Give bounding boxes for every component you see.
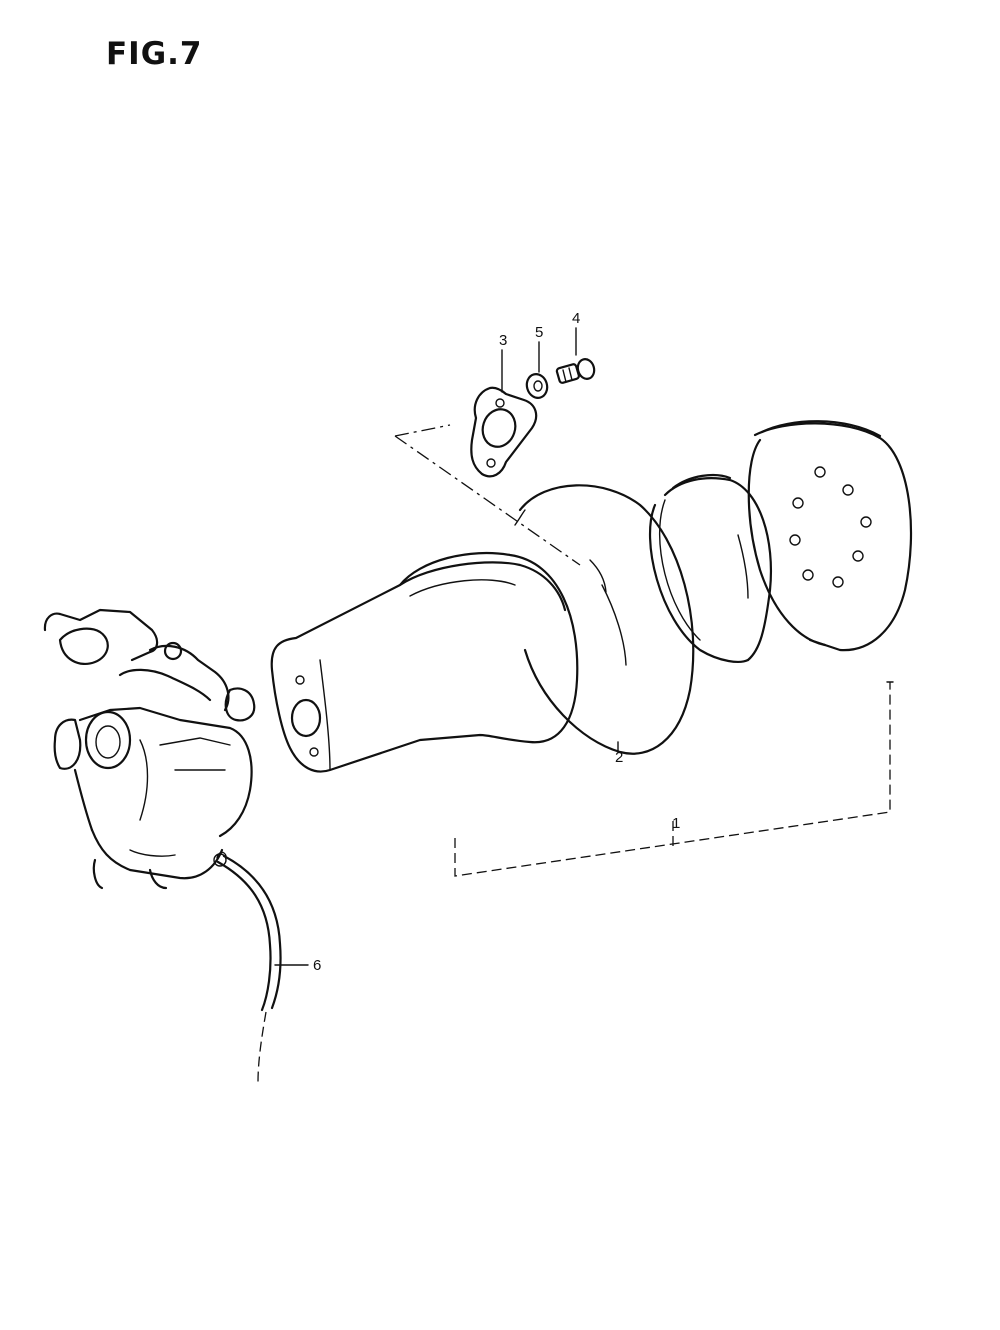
drain-hose-part-6 bbox=[216, 851, 282, 1083]
filter-band-ring bbox=[648, 473, 772, 663]
filter-end-cap bbox=[747, 420, 913, 652]
washer-part-5 bbox=[525, 373, 549, 399]
end-cap-holes bbox=[789, 466, 872, 588]
assembly-bracket bbox=[454, 681, 894, 877]
air-cleaner-case-part-1 bbox=[270, 551, 579, 773]
filter-disc-part-2 bbox=[514, 484, 695, 755]
gasket-part-3 bbox=[470, 386, 538, 478]
leader-lines bbox=[274, 327, 619, 966]
callout-3: 3 bbox=[499, 332, 507, 349]
callout-1: 1 bbox=[672, 815, 680, 832]
callout-4: 4 bbox=[572, 310, 580, 327]
figure-title: FIG.7 bbox=[106, 36, 203, 72]
callout-5: 5 bbox=[535, 324, 543, 341]
carburetor bbox=[43, 608, 256, 890]
callout-6: 6 bbox=[313, 957, 321, 974]
screw-part-4 bbox=[555, 358, 596, 384]
assembly-centre-line bbox=[394, 424, 581, 566]
callout-2: 2 bbox=[615, 749, 623, 766]
